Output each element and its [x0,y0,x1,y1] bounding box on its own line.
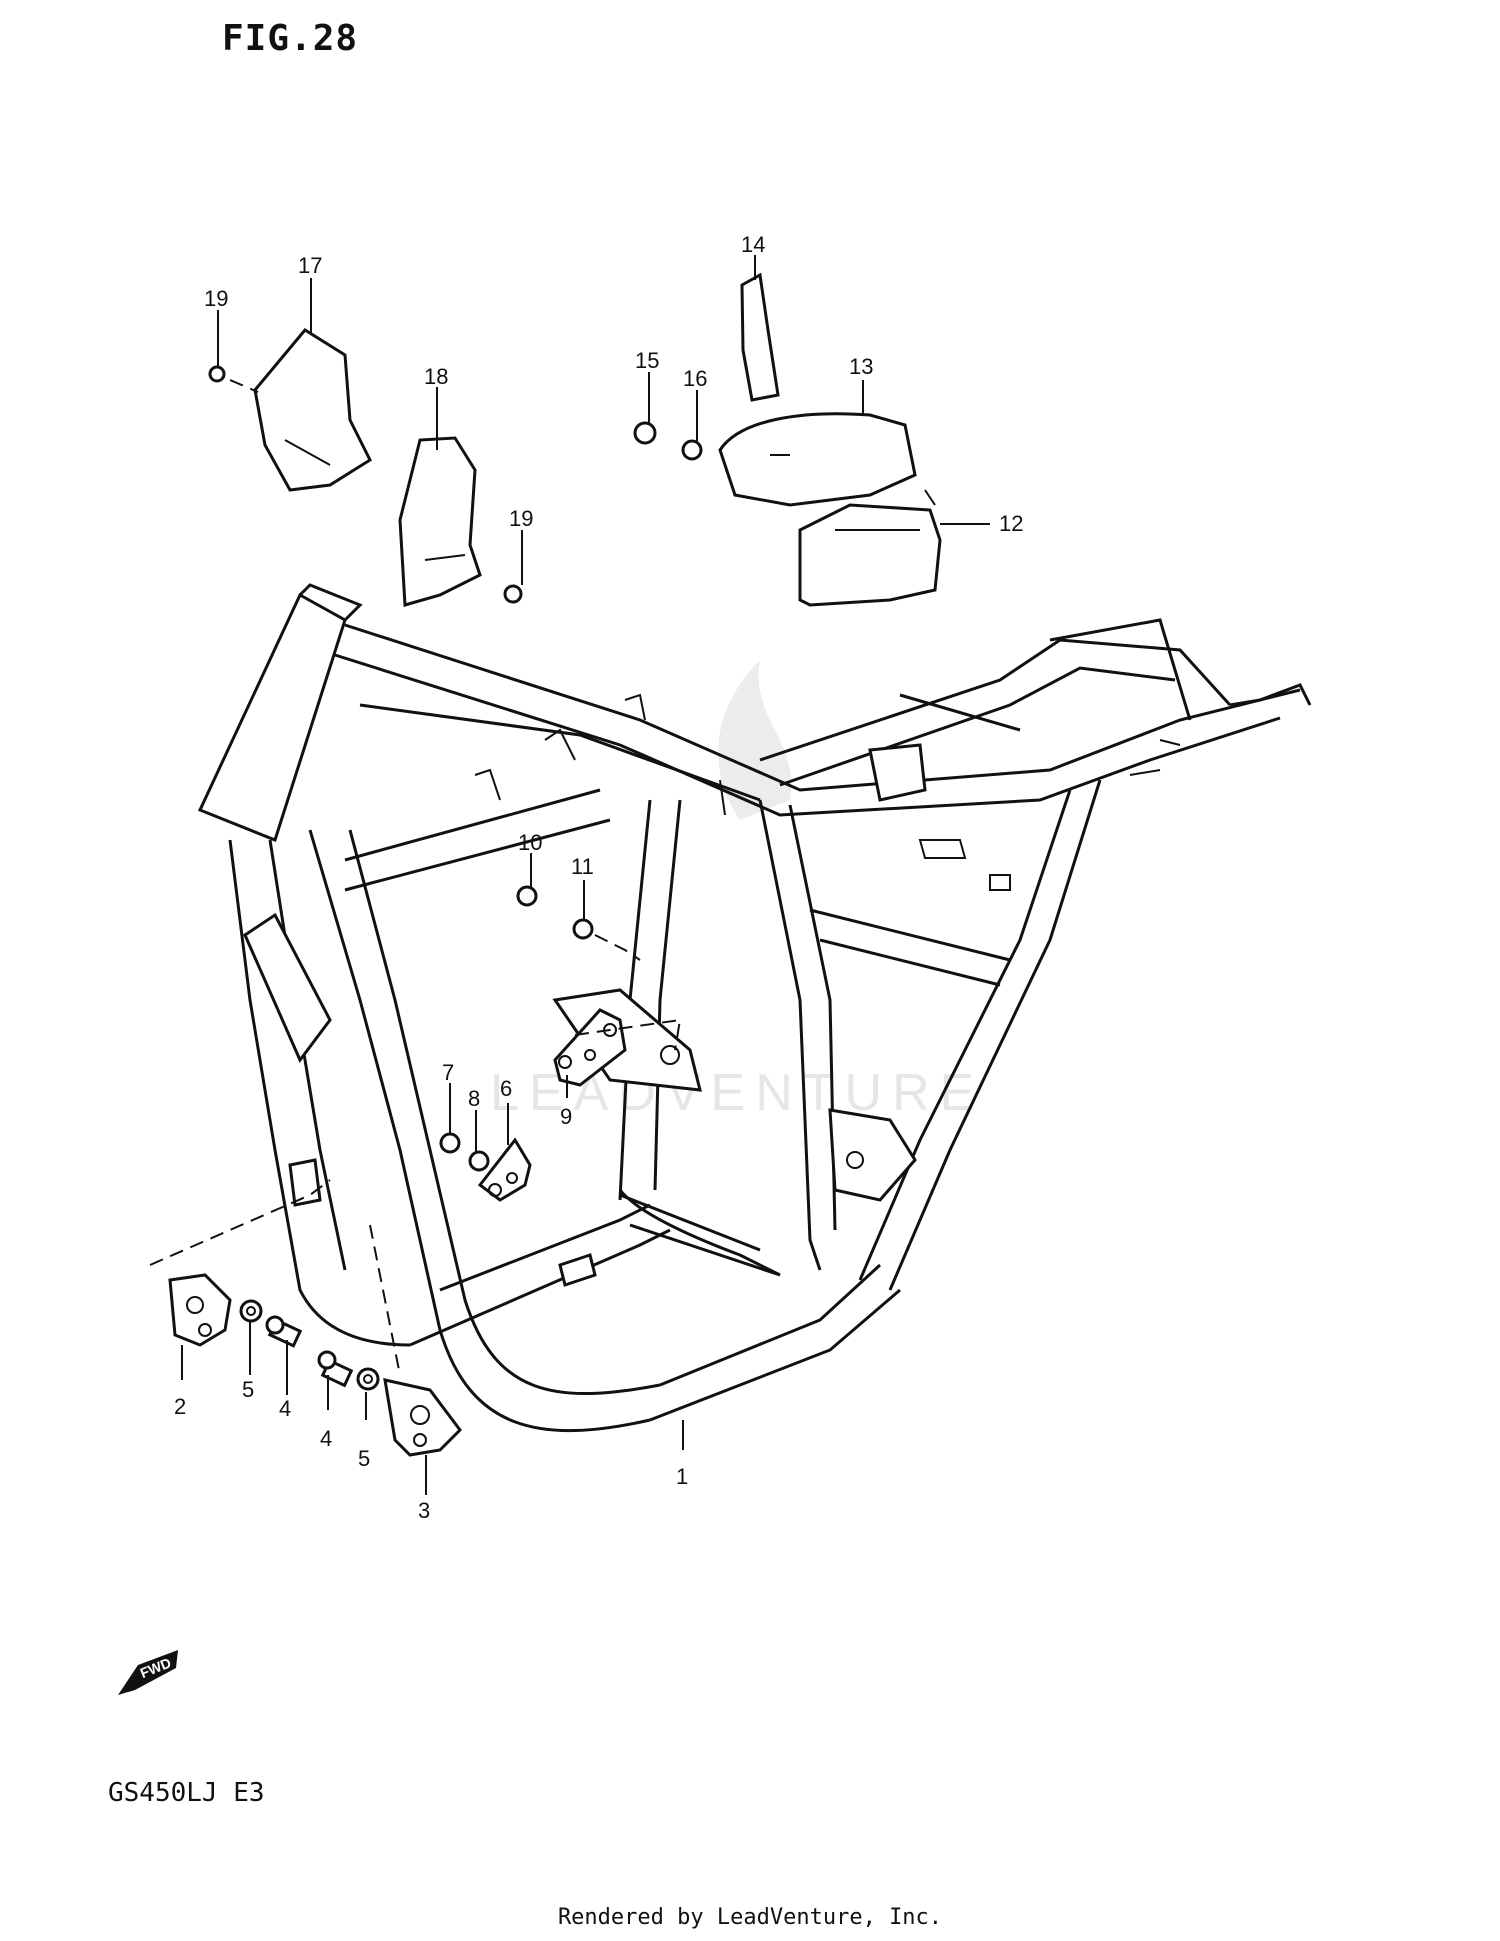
callout-3: 3 [418,1498,430,1523]
part-19-bolt-a [208,365,226,383]
part-3-bracket [383,1378,462,1457]
leader-lines [181,255,990,1495]
part-11-nut [572,918,594,940]
part-5-nut-a [239,1299,263,1323]
part-12-battery-holder [798,489,942,607]
callout-10: 10 [518,830,542,855]
callout-4b: 4 [320,1426,332,1451]
forward-arrow-icon: FWD [118,1650,178,1695]
render-footer: Rendered by LeadVenture, Inc. [557,1905,943,1930]
part-13-cover [718,412,917,507]
part-5-nut-b [356,1367,380,1391]
callout-7: 7 [442,1060,454,1085]
callout-9: 9 [560,1104,572,1129]
callout-5b: 5 [358,1446,370,1471]
callout-6: 6 [500,1076,512,1101]
callout-18: 18 [424,364,448,389]
part-16-nut [681,439,703,461]
callout-15: 15 [635,348,659,373]
part-6-bracket [477,1137,532,1202]
callout-16: 16 [683,366,707,391]
part-10-bolt [516,885,538,907]
part-19-bolt-b [503,584,523,604]
part-7-bolt [439,1132,461,1154]
callout-12: 12 [999,511,1023,536]
part-2-bracket [168,1273,232,1347]
part-4-bolt-a [265,1315,303,1348]
callout-19b: 19 [509,506,533,531]
callout-14: 14 [741,232,765,257]
main-frame [197,583,1312,1433]
callout-17: 17 [298,253,322,278]
callout-8: 8 [468,1086,480,1111]
callout-11: 11 [571,854,594,879]
part-4-bolt-b [317,1350,354,1388]
callout-1: 1 [676,1464,688,1489]
part-14-band [740,272,780,402]
callout-2: 2 [174,1394,186,1419]
callout-19a: 19 [204,286,228,311]
part-15-bolt [633,421,657,445]
callout-13: 13 [849,354,873,379]
figure-title: FIG.28 [222,18,359,59]
part-8-nut [468,1150,490,1172]
callout-labels: 1 2 3 4 4 5 5 6 7 8 9 10 11 12 13 14 15 … [174,232,1023,1523]
callout-4a: 4 [279,1396,291,1421]
part-17-side-cover [253,328,372,492]
part-18-side-cover [398,436,482,607]
callout-5a: 5 [242,1377,254,1402]
model-label: GS450LJ E3 [108,1778,265,1808]
